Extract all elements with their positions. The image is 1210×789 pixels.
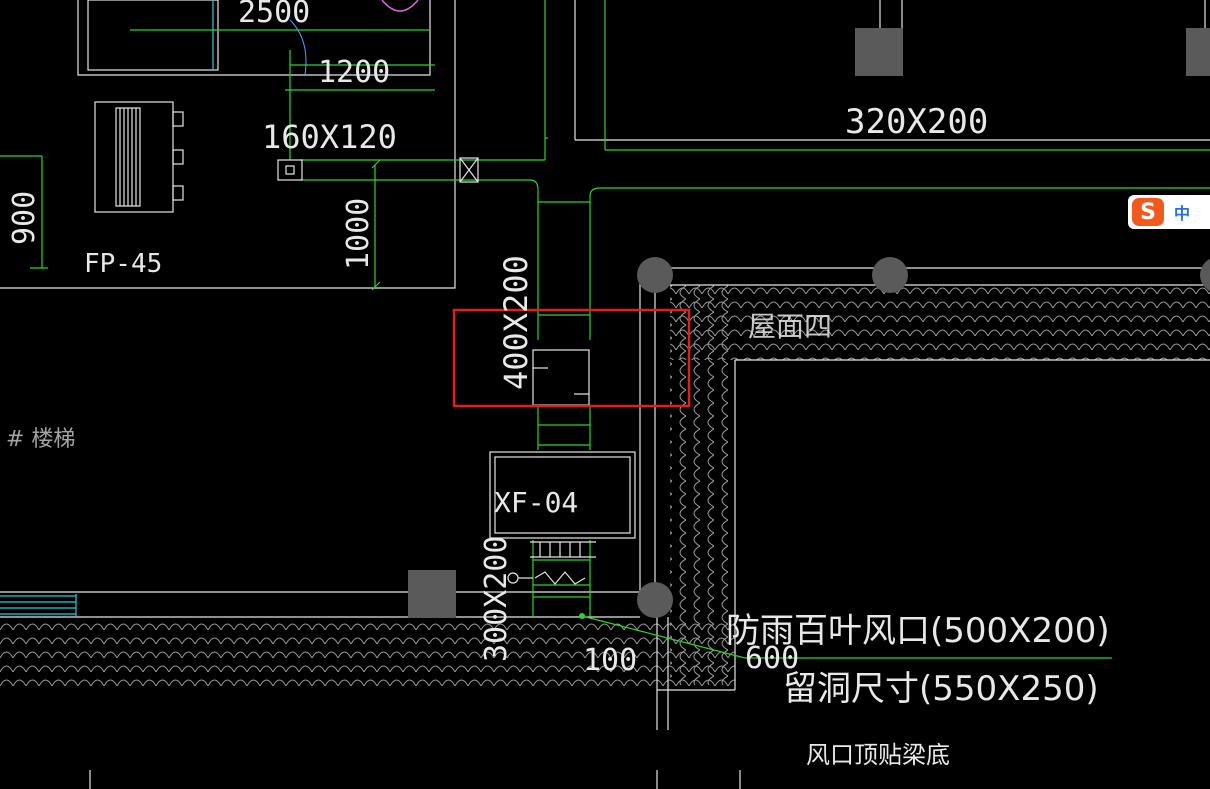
highlight-box	[452, 308, 691, 408]
stair-label: # 楼梯	[6, 427, 75, 452]
duct-300x200-label: 300X200	[479, 536, 514, 662]
columns-round	[637, 257, 1210, 618]
door-swing	[289, 19, 307, 76]
roof-hatch	[0, 285, 1210, 690]
dim-600-label: 600	[745, 641, 799, 676]
duct-160x120-label: 160X120	[262, 118, 397, 156]
unit-fp45-label: FP-45	[84, 249, 162, 279]
sogou-logo-icon[interactable]: S	[1132, 198, 1164, 226]
ime-mode-toggle[interactable]: 中	[1174, 204, 1191, 223]
flex-connector	[507, 571, 586, 585]
duct-transition[interactable]	[532, 349, 590, 406]
roof-label: 屋面四	[748, 310, 832, 343]
louver-marker	[579, 613, 585, 619]
diffuser-160x120[interactable]	[277, 157, 479, 183]
opening-label: 留洞尺寸(550X250)	[783, 669, 1099, 709]
fan-xf04-label: XF-04	[494, 486, 578, 519]
columns-square	[408, 28, 1210, 618]
magenta-fixture	[381, 0, 419, 12]
duct-320x200-label: 320X200	[845, 102, 988, 142]
dim-1200-label: 1200	[318, 55, 390, 90]
louver-label: 防雨百叶风口(500X200)	[726, 611, 1110, 651]
duct-lines	[0, 0, 1210, 659]
vent-note-label: 风口顶贴梁底	[806, 741, 950, 769]
dim-100-label: 100	[583, 643, 637, 678]
dim-900-label: 900	[7, 191, 42, 245]
fan-xf04[interactable]	[489, 451, 636, 558]
duct-400x200-label: 400X200	[497, 255, 535, 390]
fan-coil-unit-fp45[interactable]	[94, 101, 184, 213]
dim-2500-label: 2500	[238, 0, 310, 30]
dim-1000-label: 1000	[341, 198, 376, 270]
ime-toolbar[interactable]: S 中	[1128, 195, 1210, 229]
cyan-lines	[0, 0, 214, 616]
